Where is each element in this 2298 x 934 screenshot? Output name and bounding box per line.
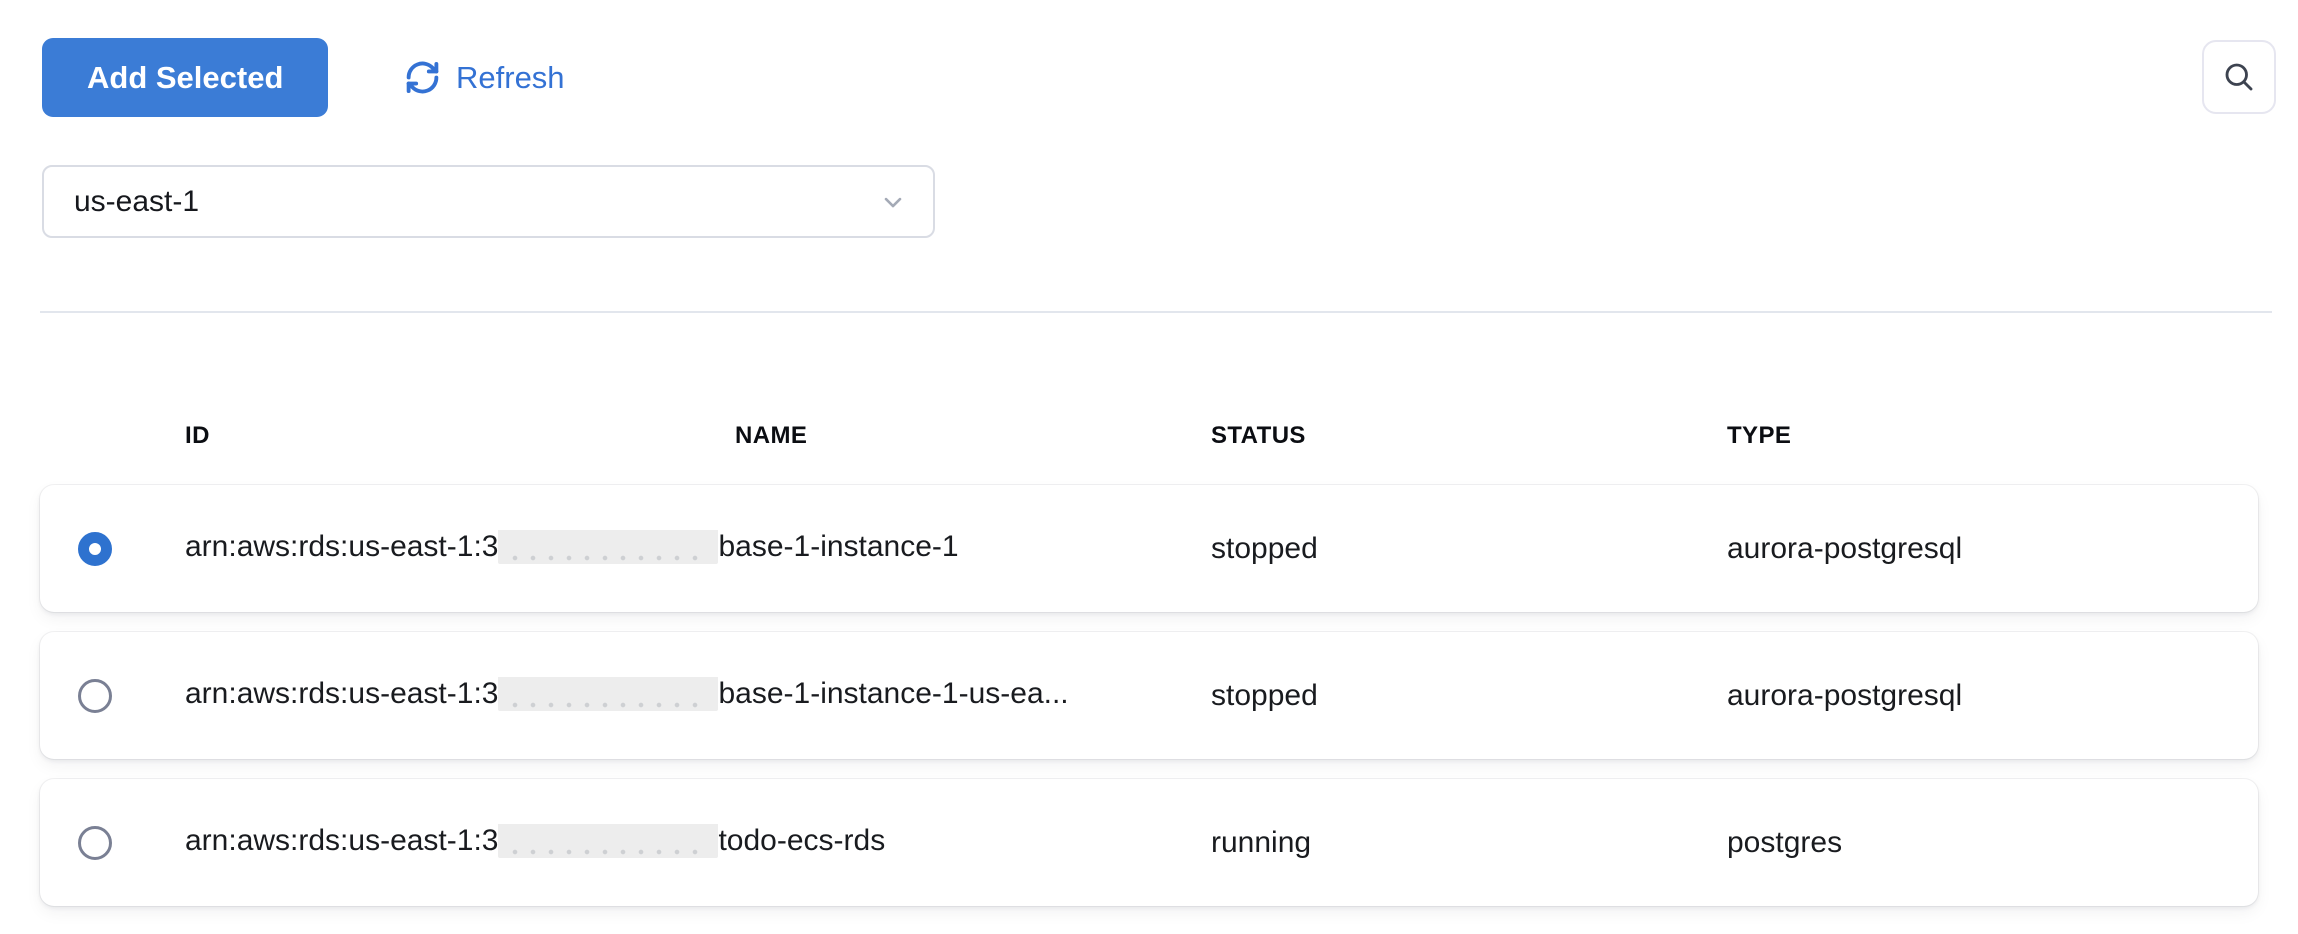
redacted-account-id — [498, 824, 718, 857]
radio-button[interactable] — [78, 679, 112, 713]
search-button[interactable] — [2202, 40, 2276, 114]
redacted-account-id — [498, 677, 718, 710]
instance-id: arn:aws:rds:us-east-1:3 base-1-instance-1… — [185, 677, 1211, 713]
section-divider — [40, 311, 2272, 313]
region-dropdown-value: us-east-1 — [74, 185, 199, 219]
column-header-type: TYPE — [1727, 422, 2258, 450]
column-header-id: ID — [185, 422, 735, 450]
search-icon — [2221, 59, 2257, 95]
instance-type: postgres — [1727, 826, 2258, 860]
refresh-icon — [404, 59, 441, 96]
radio-button[interactable] — [78, 826, 112, 860]
region-dropdown[interactable]: us-east-1 — [42, 165, 935, 238]
instance-id-prefix: arn:aws:rds:us-east-1:3 — [185, 824, 498, 857]
radio-cell — [40, 532, 185, 566]
table-row[interactable]: arn:aws:rds:us-east-1:3 todo-ecs-rds runn… — [40, 779, 2258, 906]
column-header-status: STATUS — [1211, 422, 1727, 450]
refresh-label: Refresh — [456, 60, 565, 96]
add-selected-button[interactable]: Add Selected — [42, 38, 328, 117]
table-row[interactable]: arn:aws:rds:us-east-1:3 base-1-instance-1… — [40, 485, 2258, 612]
instance-status: running — [1211, 826, 1727, 860]
table-row[interactable]: arn:aws:rds:us-east-1:3 base-1-instance-1… — [40, 632, 2258, 759]
instance-id-suffix: todo-ecs-rds — [718, 824, 885, 857]
table-header-row: ID NAME STATUS TYPE — [40, 422, 2258, 450]
instance-type: aurora-postgresql — [1727, 532, 2258, 566]
radio-cell — [40, 679, 185, 713]
instance-id: arn:aws:rds:us-east-1:3 todo-ecs-rds — [185, 824, 1211, 860]
column-header-name: NAME — [735, 422, 1211, 450]
instance-id-prefix: arn:aws:rds:us-east-1:3 — [185, 677, 498, 710]
instance-status: stopped — [1211, 679, 1727, 713]
instance-id-prefix: arn:aws:rds:us-east-1:3 — [185, 530, 498, 563]
chevron-down-icon — [879, 188, 907, 216]
instance-id-suffix: base-1-instance-1 — [718, 530, 958, 563]
instance-list: arn:aws:rds:us-east-1:3 base-1-instance-1… — [40, 485, 2258, 926]
instance-status: stopped — [1211, 532, 1727, 566]
redacted-account-id — [498, 530, 718, 563]
header-spacer — [40, 422, 185, 450]
refresh-button[interactable]: Refresh — [404, 38, 565, 117]
radio-button-selected[interactable] — [78, 532, 112, 566]
instance-id: arn:aws:rds:us-east-1:3 base-1-instance-1 — [185, 530, 1211, 566]
radio-cell — [40, 826, 185, 860]
instance-type: aurora-postgresql — [1727, 679, 2258, 713]
instance-id-suffix: base-1-instance-1-us-ea... — [718, 677, 1068, 710]
